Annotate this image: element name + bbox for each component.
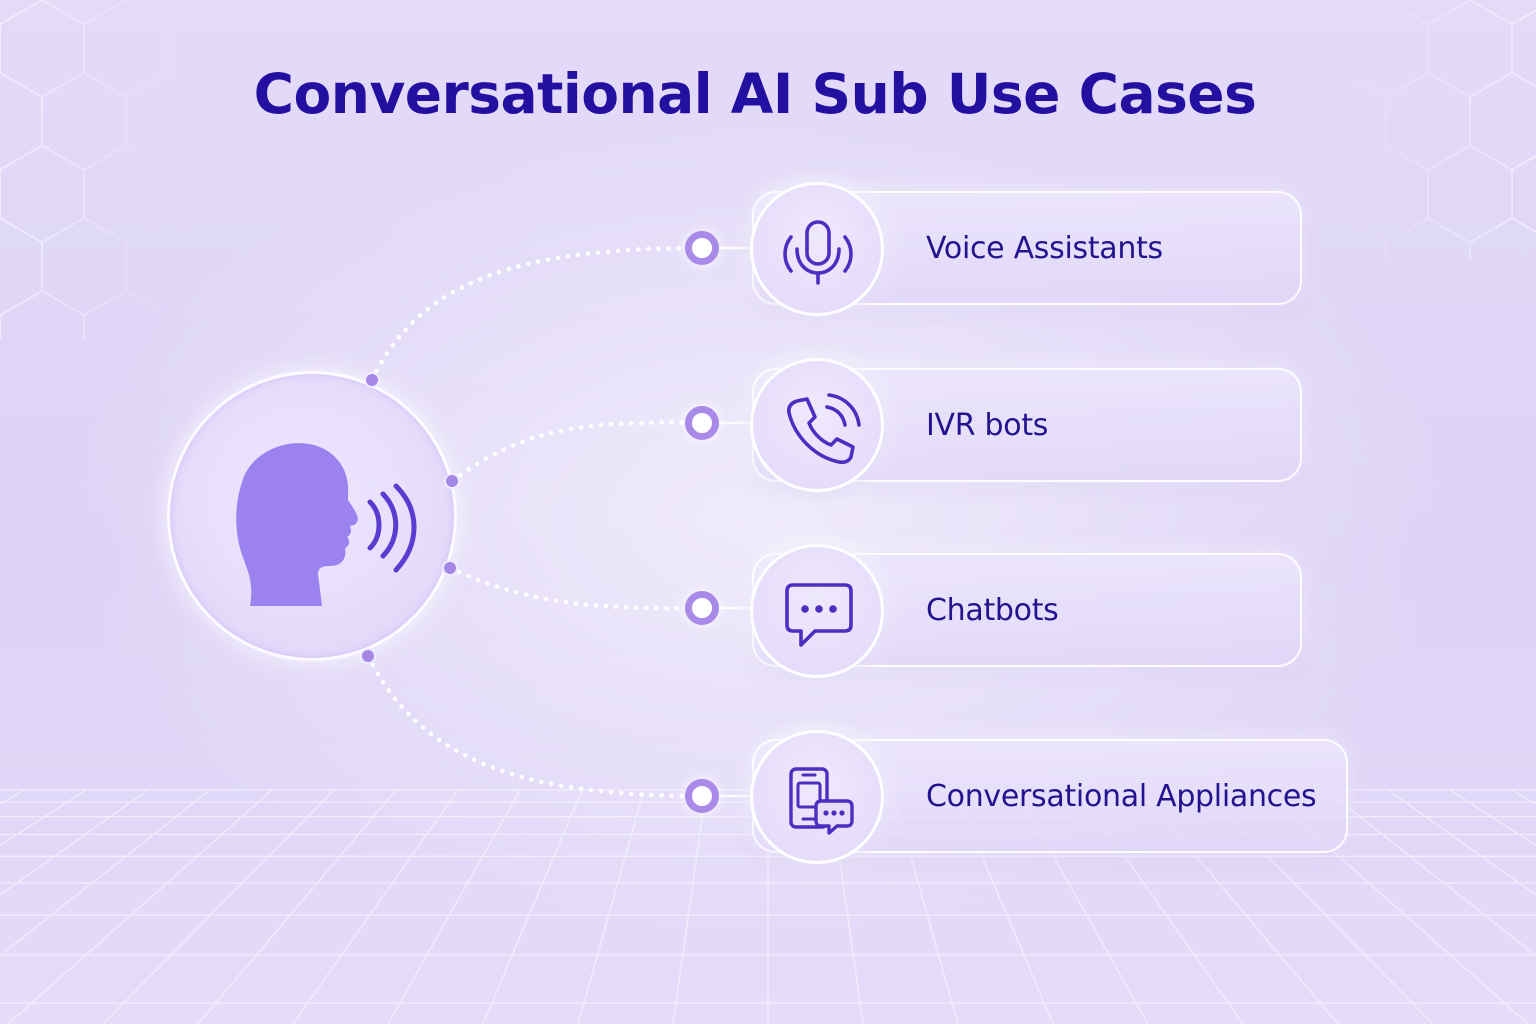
hub-anchor-4 [360, 648, 376, 664]
connector-chatbots [447, 565, 705, 611]
speaking-head-icon [236, 443, 417, 606]
chat-bubble-icon [785, 583, 853, 647]
page-title: Conversational AI Sub Use Cases [253, 62, 1257, 126]
connector-conversational-appliances [365, 653, 705, 799]
icon-badge-conversational-appliances [750, 730, 884, 864]
node-ivr-bots [685, 406, 719, 440]
connector-ivr-bots [449, 420, 705, 484]
card-label: Conversational Appliances [926, 778, 1317, 814]
device-chat-icon [789, 767, 854, 835]
icon-badge-voice-assistants [750, 182, 884, 316]
connector-voice-assistants [369, 245, 705, 383]
hub-anchor-2 [444, 473, 460, 489]
card-label: Chatbots [926, 592, 1059, 628]
hub-anchor-3 [442, 560, 458, 576]
card-label: Voice Assistants [926, 230, 1163, 266]
phone-call-icon [787, 393, 861, 465]
icon-badge-ivr-bots [750, 358, 884, 492]
card-label: IVR bots [926, 407, 1049, 443]
icon-badge-chatbots [750, 544, 884, 678]
node-chatbots [685, 591, 719, 625]
hub-anchor-1 [364, 372, 380, 388]
microphone-icon [783, 220, 853, 285]
hub-circle [167, 371, 457, 661]
node-voice-assistants [685, 231, 719, 265]
node-conversational-appliances [685, 779, 719, 813]
